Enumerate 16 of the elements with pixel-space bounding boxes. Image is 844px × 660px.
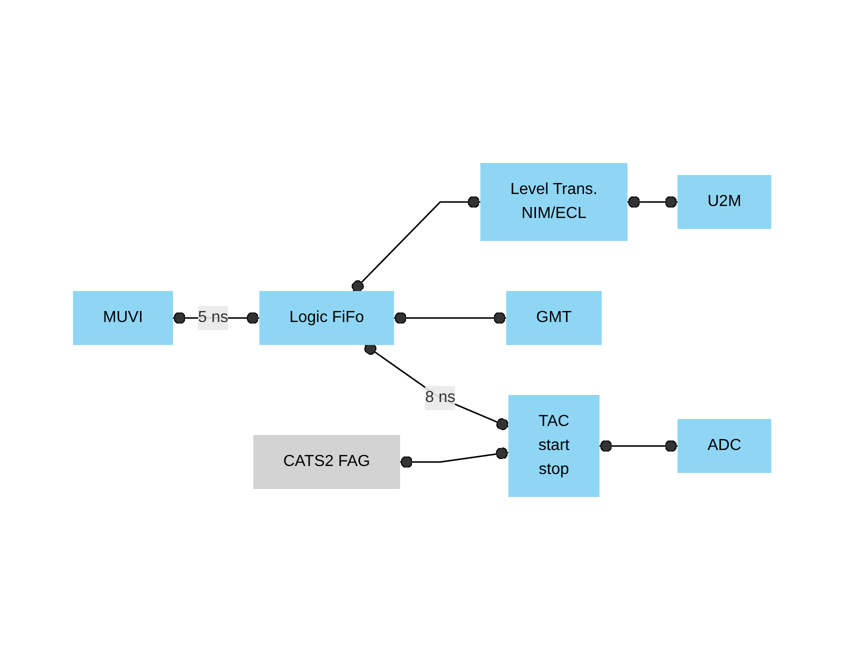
edge-label: 8 ns (424, 389, 456, 406)
connector (352, 196, 480, 292)
node-box: GMT (506, 291, 602, 345)
connector (599, 440, 678, 452)
connector (627, 196, 678, 208)
node-box: Logic FiFo (259, 291, 394, 345)
connector (364, 342, 509, 430)
node-box: CATS2 FAG (253, 435, 400, 489)
node-box: U2M (677, 175, 772, 229)
edge-label: 5 ns (198, 309, 228, 326)
node-box: ADC (677, 419, 772, 473)
connector (400, 447, 508, 468)
node-box: TAC start stop (508, 395, 600, 497)
node-box: Level Trans. NIM/ECL (480, 163, 628, 241)
node-box: MUVI (72, 291, 173, 345)
connector (394, 312, 506, 324)
